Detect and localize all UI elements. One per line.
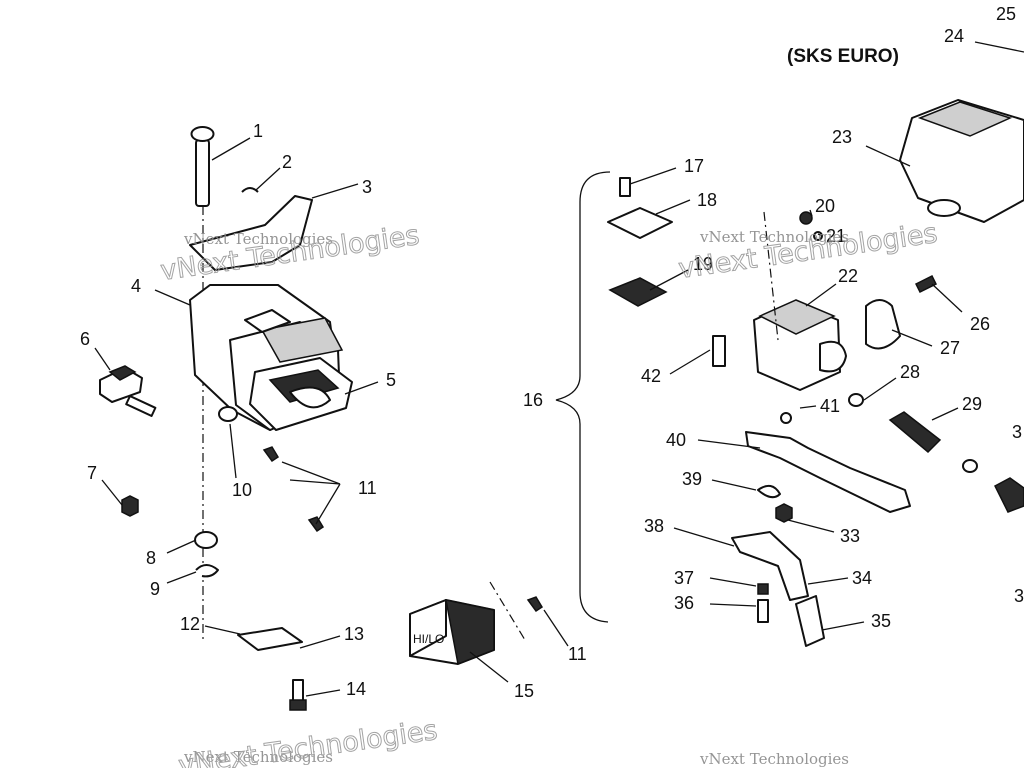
- master-cylinder-part: [753, 299, 847, 391]
- callout: 26: [970, 314, 990, 334]
- callout: 8: [146, 548, 156, 568]
- callout: 37: [674, 568, 694, 588]
- bolt-part: [289, 679, 307, 711]
- screw-37-part: [757, 583, 769, 595]
- washer-20-part: [799, 211, 813, 225]
- callout: 39: [682, 469, 702, 489]
- callout: 29: [962, 394, 982, 414]
- washer-part: [194, 531, 218, 549]
- callout: 7: [87, 463, 97, 483]
- callout: 34: [852, 568, 872, 588]
- bracket-part: [189, 195, 313, 271]
- screw-17-part: [619, 177, 631, 197]
- callout: 11: [568, 644, 587, 664]
- callout-labels: 1 2 3 4 5 6 7 8 9 10 11 11 12 13 14 15 1…: [80, 4, 1024, 701]
- callout: 16: [523, 390, 543, 410]
- callout: 3: [1012, 422, 1022, 442]
- callout: 36: [674, 593, 694, 613]
- gasket-part: [608, 277, 668, 307]
- eclip-part: [195, 564, 219, 578]
- callout: 38: [644, 516, 664, 536]
- variant-note: (SKS EURO): [787, 46, 899, 67]
- callout: 22: [838, 266, 858, 286]
- pin-part: [190, 126, 215, 207]
- callout: 27: [940, 338, 960, 358]
- callout: 18: [697, 190, 717, 210]
- svg-text:vNext Technologies: vNext Technologies: [177, 715, 440, 768]
- callout: 6: [80, 329, 90, 349]
- callout: 24: [944, 26, 964, 46]
- svg-text:vNext Technologies: vNext Technologies: [183, 230, 333, 248]
- lever-part: [745, 431, 911, 513]
- callout: 15: [514, 681, 534, 701]
- washer-30-part: [962, 459, 978, 473]
- callout: 3: [362, 177, 372, 197]
- callout: 33: [840, 526, 860, 546]
- leader-lines: [94, 41, 1024, 697]
- callout: 10: [232, 480, 252, 500]
- callout: 23: [832, 127, 852, 147]
- brake-switch-part: [795, 595, 825, 647]
- pivot-41-part: [780, 412, 792, 424]
- spring-part: [888, 411, 942, 454]
- callout: 2: [282, 152, 292, 172]
- washer-28-part: [848, 393, 864, 407]
- switch-housing-part: [189, 284, 353, 431]
- callout: 20: [815, 196, 835, 216]
- callout: 5: [386, 370, 396, 390]
- spring-39-part: [757, 484, 781, 499]
- callout: 42: [641, 366, 661, 386]
- callout: 1: [253, 121, 263, 141]
- svg-text:vNext Technologies: vNext Technologies: [699, 750, 849, 768]
- nut-part: [121, 495, 139, 517]
- callout: 3: [1014, 586, 1024, 606]
- piston-part: [994, 477, 1024, 513]
- callout: 4: [131, 276, 141, 296]
- callout: 17: [684, 156, 704, 176]
- callout: 14: [346, 679, 366, 699]
- switch-bracket-part: [731, 531, 809, 601]
- cover-part: [607, 207, 673, 239]
- hilo-switch-part: HI/LO: [409, 599, 495, 666]
- callout: 19: [693, 254, 713, 274]
- tensioner-part: [99, 365, 157, 417]
- svg-text:vNext Technologies: vNext Technologies: [699, 228, 849, 246]
- washer-10-part: [218, 406, 238, 422]
- callout: 40: [666, 430, 686, 450]
- assembly-brace: [555, 171, 611, 623]
- plate-part: [237, 627, 303, 651]
- euro-cylinder-part: [899, 99, 1024, 223]
- screw-36-part: [757, 599, 769, 623]
- callout: 41: [820, 396, 840, 416]
- callout: 25: [996, 4, 1016, 24]
- svg-text:vNext Technologies: vNext Technologies: [183, 748, 333, 766]
- bolt-42-part: [712, 335, 726, 367]
- callout: 35: [871, 611, 891, 631]
- callout: 9: [150, 579, 160, 599]
- screw-26-part: [914, 274, 938, 294]
- callout: 28: [900, 362, 920, 382]
- callout: 11: [358, 478, 377, 498]
- callout: 13: [344, 624, 364, 644]
- clamp-part: [865, 299, 901, 350]
- clip-part: [241, 187, 259, 193]
- switch-label: HI/LO: [413, 632, 444, 646]
- callout: 12: [180, 614, 200, 634]
- nut-33-part: [775, 503, 793, 523]
- callout: 21: [826, 226, 846, 246]
